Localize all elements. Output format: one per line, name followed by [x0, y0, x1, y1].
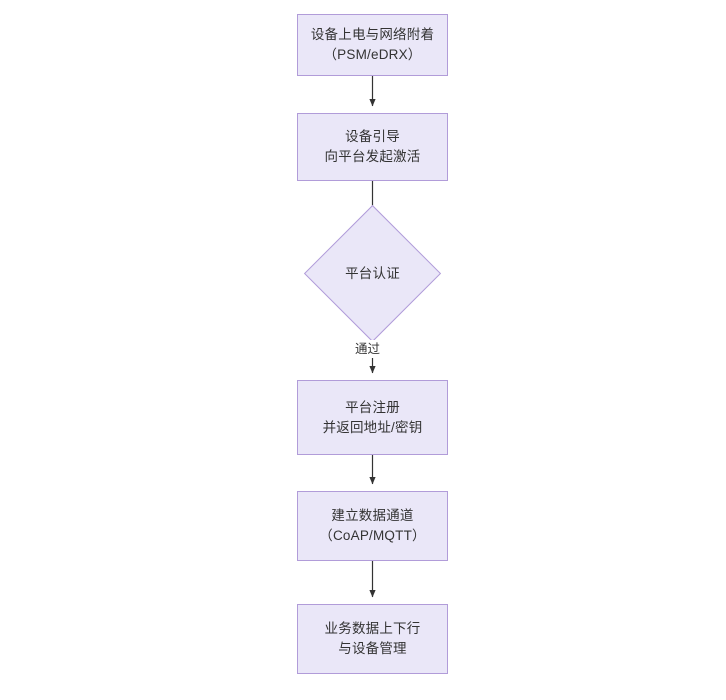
node-platform-register-line2: 并返回地址/密钥: [322, 419, 423, 435]
node-bootstrap[interactable]: 设备引导 向平台发起激活: [297, 113, 448, 181]
node-platform-register-line1: 平台注册: [345, 399, 400, 415]
node-bootstrap-line1: 设备引导: [345, 129, 400, 144]
node-platform-auth-label: 平台认证: [345, 265, 400, 281]
node-power-on-line1: 设备上电与网络附着: [310, 27, 435, 42]
node-power-on-line2: （PSM/eDRX）: [323, 47, 422, 62]
edge-label-pass: 通过: [352, 340, 384, 358]
node-business-data-line2: 与设备管理: [338, 641, 407, 656]
node-business-data-line1: 业务数据上下行: [324, 621, 421, 636]
node-data-channel[interactable]: 建立数据通道 （CoAP/MQTT）: [297, 491, 448, 561]
node-power-on[interactable]: 设备上电与网络附着 （PSM/eDRX）: [297, 14, 448, 76]
node-platform-register[interactable]: 平台注册 并返回地址/密钥: [297, 380, 448, 455]
node-bootstrap-line2: 向平台发起激活: [324, 149, 421, 164]
node-business-data[interactable]: 业务数据上下行 与设备管理: [297, 604, 448, 674]
node-data-channel-line2: （CoAP/MQTT）: [319, 528, 426, 543]
node-data-channel-line1: 建立数据通道: [331, 508, 414, 523]
node-platform-auth[interactable]: 平台认证: [303, 204, 442, 343]
